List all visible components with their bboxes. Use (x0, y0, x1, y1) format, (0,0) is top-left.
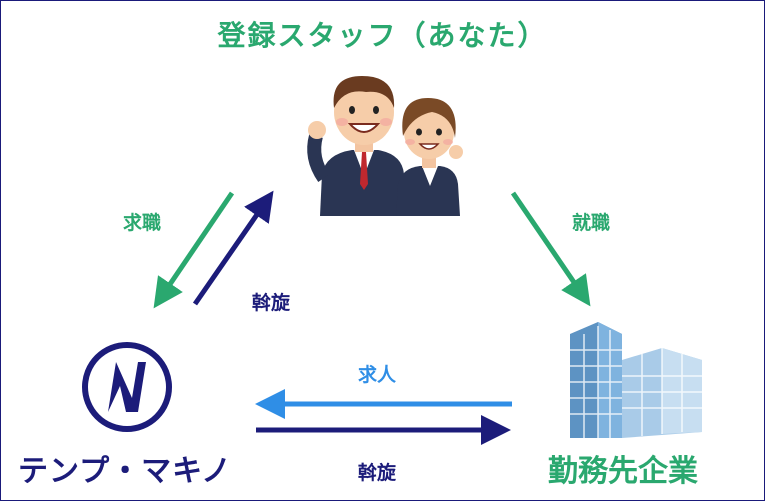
temp-makino-logo-icon (82, 342, 172, 432)
label-mediation-left: 斡旋 (252, 292, 291, 314)
company-name: 勤務先企業 (548, 454, 698, 489)
agency-name: テンプ・マキノ (18, 454, 232, 489)
arrow-job-seek (153, 191, 235, 309)
arrow-employment (510, 191, 591, 307)
arrow-mediation-up (192, 190, 274, 306)
office-building-icon (570, 322, 702, 438)
label-job-seek: 求職 (123, 212, 162, 234)
staff-illustration-icon (307, 76, 463, 216)
label-job-offer: 求人 (358, 364, 397, 386)
label-employment: 就職 (572, 212, 611, 234)
diagram-title: 登録スタッフ（あなた） (217, 19, 548, 52)
staff-man (307, 76, 406, 216)
label-mediation-bottom: 斡旋 (358, 462, 397, 484)
staff-woman (396, 98, 463, 216)
